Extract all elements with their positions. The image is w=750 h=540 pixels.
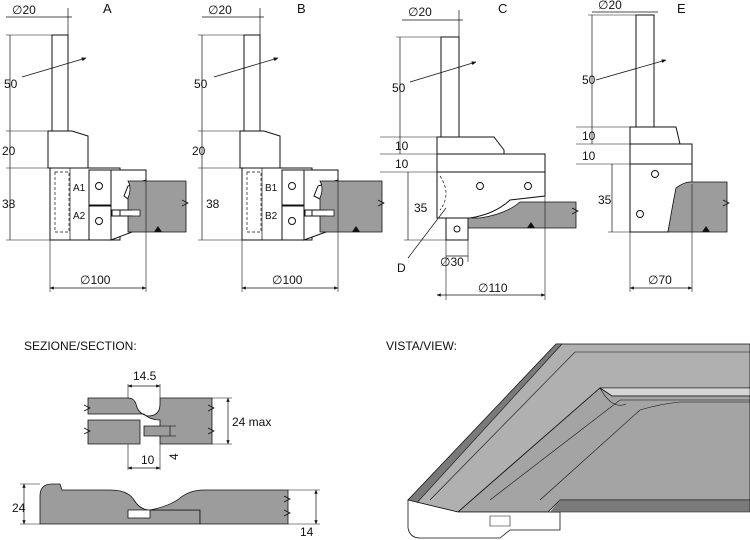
section-panel: SEZIONE/SECTION: 14.5 24 max 10 4 24 [12, 339, 320, 539]
tool-a-neck [47, 130, 89, 169]
section-dim-max: 24 max [232, 415, 271, 429]
tool-c-dim-shank: 50 [392, 81, 406, 95]
tool-b-tag-2: B2 [265, 211, 278, 222]
section-heading: SEZIONE/SECTION: [24, 339, 137, 353]
view-heading: VISTA/VIEW: [386, 339, 457, 353]
tool-a-dim-dia: ∅100 [80, 273, 111, 287]
tool-c-dim-neck-2: 10 [395, 157, 409, 171]
tool-a-shank [51, 34, 69, 132]
view-panel-inner [456, 387, 750, 513]
tool-c-letter: C [498, 1, 507, 16]
tool-c: C ∅20 50 10 10 35 D ∅30 ∅110 [380, 1, 579, 300]
tool-e-letter: E [677, 1, 686, 16]
section-dim-depth: 4 [167, 453, 181, 460]
tool-b-tag-1: B1 [265, 183, 278, 194]
tool-e-dim-dia: ∅70 [648, 273, 672, 287]
tool-a-workpiece [127, 180, 187, 233]
section-dim-profile: 14.5 [133, 369, 157, 383]
tool-c-dim-dia: ∅110 [478, 281, 508, 295]
tool-c-shank-dia: ∅20 [408, 5, 432, 19]
tool-e-dim-cut: 35 [598, 193, 612, 207]
tool-e-dim-shank: 50 [582, 73, 596, 87]
tool-c-callout: D [397, 261, 406, 275]
tool-a-dim-shank: 50 [4, 77, 18, 91]
tool-e-dim-neck-1: 10 [582, 129, 596, 143]
section-dim-groove: 10 [141, 453, 155, 467]
tool-b-dim-dia: ∅100 [272, 273, 303, 287]
tool-a-letter: A [103, 1, 112, 16]
tool-b-dim-shank: 50 [194, 77, 208, 91]
tool-e-dim-neck-2: 10 [582, 149, 596, 163]
tool-b: B ∅20 B1 B2 50 20 38 ∅100 [192, 1, 385, 292]
tool-a-tag-1: A1 [73, 183, 86, 194]
section-dim-height: 24 [12, 501, 26, 515]
tool-a-dim-cut: 38 [2, 197, 16, 211]
view-panel: VISTA/VIEW: [386, 339, 750, 539]
tool-c-dim-bearing: ∅30 [440, 255, 464, 269]
tool-c-dim-neck-1: 10 [395, 139, 409, 153]
tool-a-shank-dia: ∅20 [12, 3, 36, 17]
tool-e-shank-dia: ∅20 [598, 0, 622, 12]
tool-b-shank-dia: ∅20 [208, 3, 232, 17]
tool-b-letter: B [297, 1, 306, 16]
tool-a-dim-neck: 20 [2, 144, 16, 158]
tool-b-dim-neck: 20 [192, 144, 206, 158]
tool-a-tag-2: A2 [73, 211, 86, 222]
tool-c-dim-cut: 35 [414, 201, 428, 215]
tool-b-dim-cut: 38 [206, 197, 220, 211]
section-dim-tongue: 14 [300, 525, 314, 539]
view-end-face [407, 499, 561, 539]
tool-a: A ∅20 A1 A2 50 20 38 ∅ [2, 1, 189, 292]
tool-e: E ∅20 50 10 10 35 ∅70 [576, 0, 730, 292]
section-profile-top [87, 397, 213, 445]
